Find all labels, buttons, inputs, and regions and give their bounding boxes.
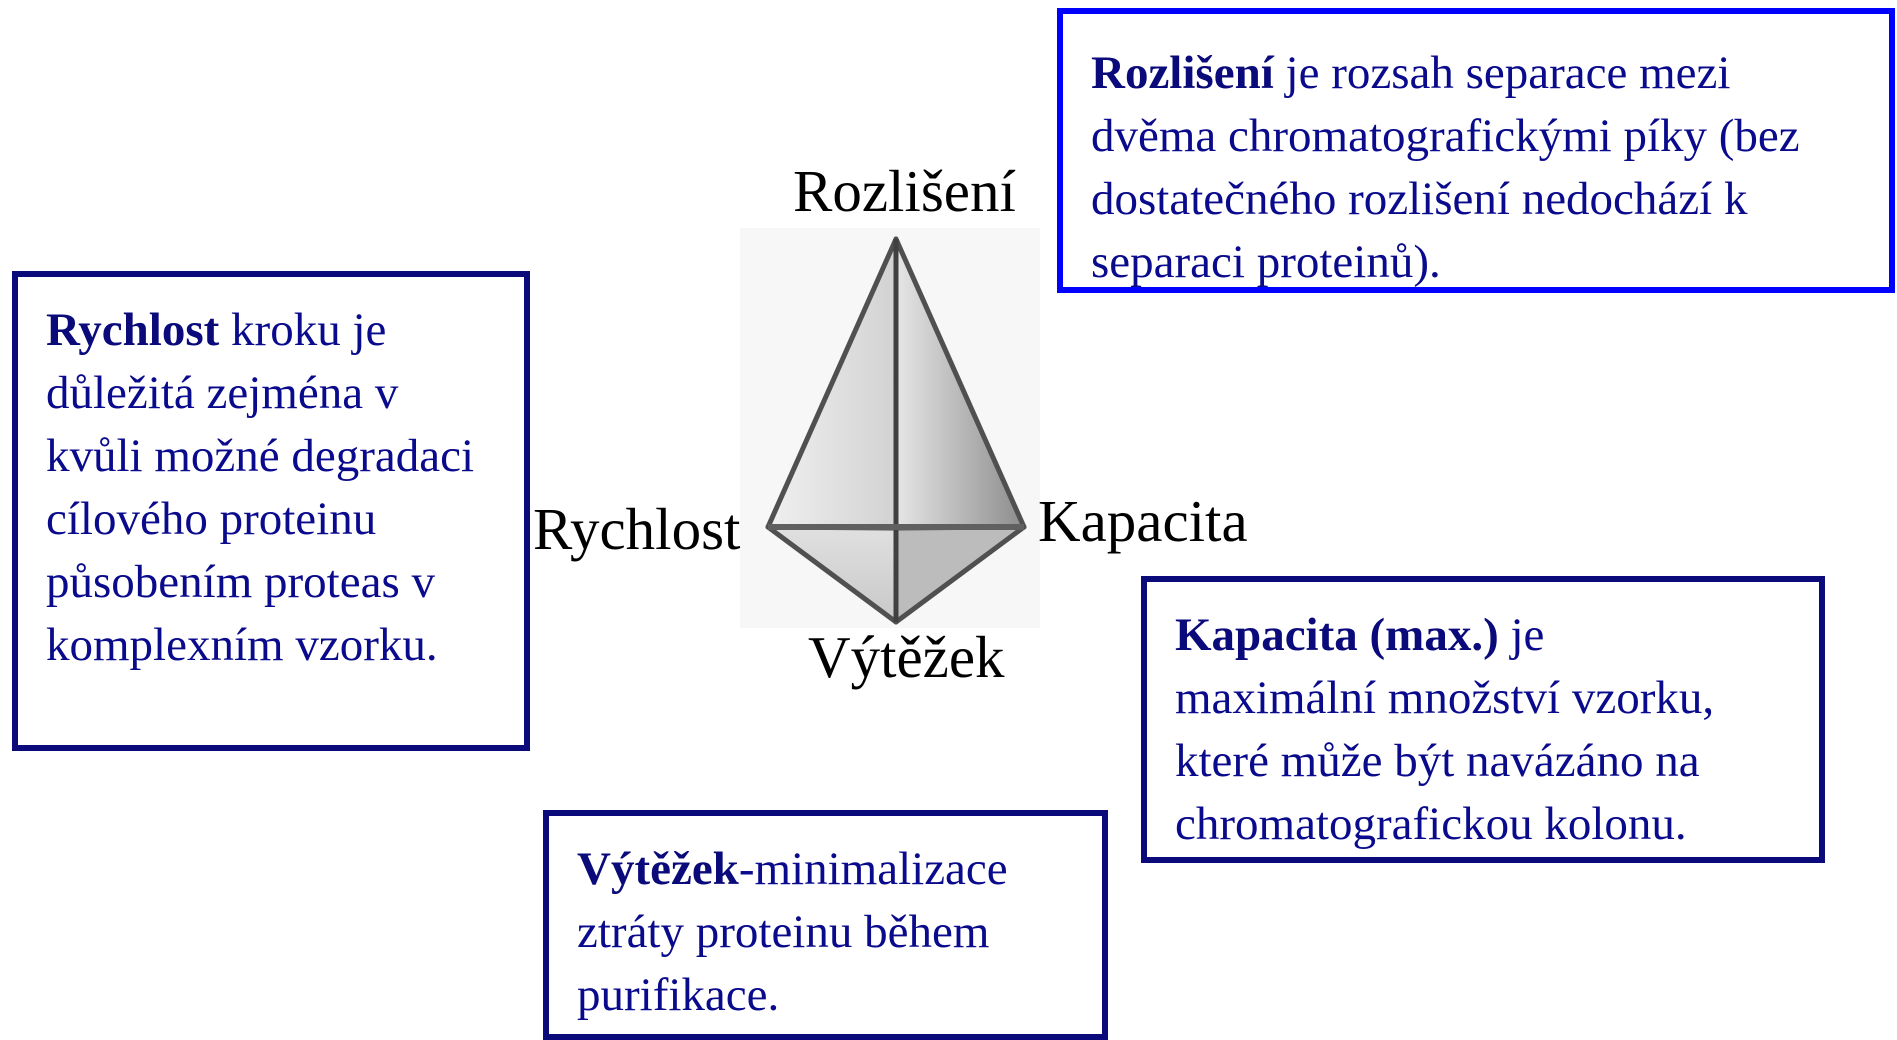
rozliseni-text-line1: je rozsah separace mezi [1273, 47, 1731, 99]
vytezek-text-line1: -minimalizace [738, 843, 1008, 895]
rychlost-text-rest: důležitá zejména v kvůli možné degradaci… [46, 367, 475, 671]
vertex-label-rychlost: Rychlost [533, 496, 741, 562]
rozliseni-definition-box: Rozlišení je rozsah separace mezi dvěma … [1057, 8, 1895, 293]
vertex-label-rozliseni: Rozlišení [793, 158, 1016, 224]
kapacita-definition-box: Kapacita (max.) je maximální množství vz… [1141, 576, 1825, 863]
vytezek-term: Výtěžek [577, 843, 739, 895]
rychlost-text-line1: kroku je [219, 304, 387, 356]
vytezek-text-rest: ztráty proteinu během purifikace. [577, 906, 990, 1021]
rychlost-definition-box: Rychlost kroku je důležitá zejména v kvů… [12, 271, 530, 751]
vytezek-definition-box: Výtěžek-minimalizace ztráty proteinu běh… [543, 810, 1108, 1040]
tetrahedron-diagram [740, 228, 1040, 628]
kapacita-text-line1: je [1498, 609, 1545, 661]
kapacita-term: Kapacita (max.) [1175, 609, 1499, 661]
vertex-label-kapacita: Kapacita [1038, 488, 1248, 554]
rychlost-term: Rychlost [46, 304, 220, 356]
rozliseni-term: Rozlišení [1091, 47, 1274, 99]
kapacita-text-rest: maximální množství vzorku, které může bý… [1175, 672, 1715, 850]
rozliseni-text-rest: dvěma chromatografickými píky (bez dosta… [1091, 110, 1800, 288]
vertex-label-vytezek: Výtěžek [808, 624, 1005, 690]
